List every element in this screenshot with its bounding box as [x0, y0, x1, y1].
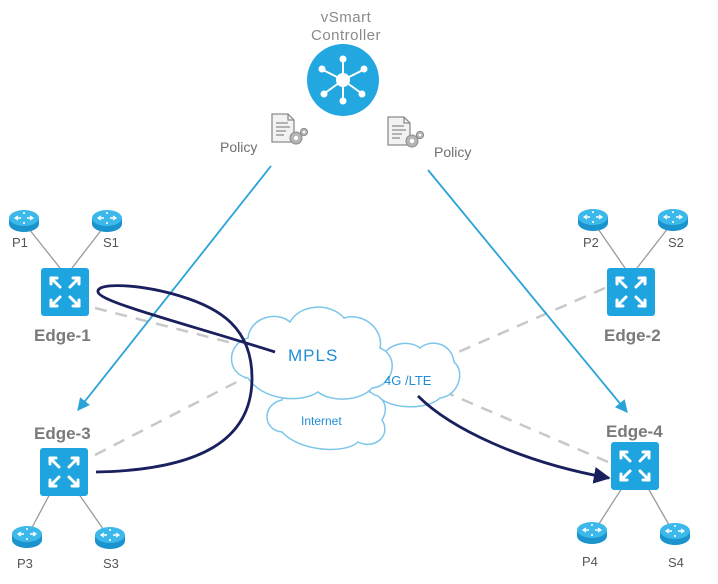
link-edge2-cloud [439, 286, 606, 362]
host-label-s1: S1 [103, 235, 119, 250]
policy-document-gear-icon [271, 113, 309, 145]
edge-4-group: Edge-4 P4 S4 [576, 422, 691, 570]
host-label-p2: P2 [583, 235, 599, 250]
host-label-s4: S4 [668, 555, 684, 570]
switch-icon-edge-3[interactable] [38, 446, 90, 498]
internet-label: Internet [301, 414, 342, 428]
policy-left-label: Policy [220, 139, 257, 155]
edge-2-group: P2 S2 Edge-2 [577, 208, 689, 345]
hub-network-icon [307, 44, 379, 116]
controller-label-line2: Controller [311, 27, 381, 44]
edge-4-label: Edge-4 [606, 422, 663, 441]
router-icon-s3[interactable] [94, 526, 126, 550]
switch-icon-edge-1[interactable] [39, 266, 91, 318]
router-icon-s4[interactable] [659, 522, 691, 546]
router-icon-p1[interactable] [8, 209, 40, 233]
link-edge1-cloud [94, 306, 241, 347]
switch-icon-edge-4[interactable] [609, 440, 661, 492]
mpls-cloud-shape [230, 306, 393, 400]
policy-right-label: Policy [434, 144, 471, 160]
policy-push-lines [77, 165, 628, 413]
host-label-s2: S2 [668, 235, 684, 250]
mpls-label: MPLS [288, 346, 338, 365]
router-icon-s2[interactable] [657, 208, 689, 232]
edge-3-label: Edge-3 [34, 424, 91, 443]
policy-line-edge3 [77, 165, 272, 411]
router-icon-p4[interactable] [576, 521, 608, 545]
policy-document-gear-icon [387, 116, 425, 148]
lte-label: 4G /LTE [384, 373, 432, 388]
policy-right[interactable]: Policy [387, 116, 471, 160]
router-icon-p3[interactable] [11, 525, 43, 549]
controller-label-line1: vSmart [321, 9, 372, 26]
link-edge4-cloud [444, 390, 609, 464]
link-edge3-cloud [94, 368, 261, 457]
policy-left[interactable]: Policy [220, 113, 309, 155]
router-icon-p2[interactable] [577, 208, 609, 232]
router-icon-s1[interactable] [91, 209, 123, 233]
edge-1-label: Edge-1 [34, 326, 91, 345]
host-label-p4: P4 [582, 554, 598, 569]
host-label-p3: P3 [17, 556, 33, 571]
wan-clouds [230, 306, 461, 451]
edge-1-group: P1 S1 Edge-1 [8, 209, 123, 345]
edge-3-group: Edge-3 P3 S3 [11, 424, 126, 571]
policy-line-edge4 [427, 169, 628, 413]
traffic-paths [95, 284, 611, 484]
traffic-path-edge1-edge3 [95, 284, 276, 474]
vsmart-controller[interactable]: vSmart Controller [307, 9, 381, 116]
host-label-p1: P1 [12, 235, 28, 250]
dashed-transport-links [94, 286, 609, 464]
edge-2-label: Edge-2 [604, 326, 661, 345]
traffic-path-to-edge4 [417, 395, 611, 484]
switch-icon-edge-2[interactable] [605, 266, 657, 318]
host-label-s3: S3 [103, 556, 119, 571]
